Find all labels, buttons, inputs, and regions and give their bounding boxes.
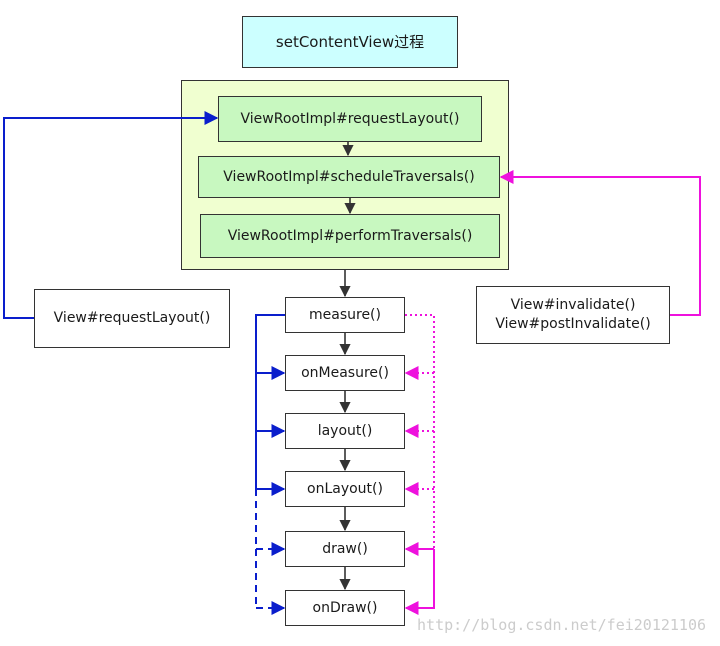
node-on-measure-label: onMeasure() [301,364,389,381]
node-on-draw-label: onDraw() [312,599,378,616]
node-measure-label: measure() [309,306,381,323]
node-request-layout-label: ViewRootImpl#requestLayout() [240,110,460,127]
node-view-request-layout-label: View#requestLayout() [53,310,211,326]
node-view-invalidate-line2: View#postInvalidate() [495,316,651,332]
blue-loop-to-request-layout [3,111,219,319]
node-on-measure: onMeasure() [285,355,405,391]
title-box: setContentView过程 [242,16,458,68]
node-view-request-layout: View#requestLayout() [34,289,230,348]
node-layout-label: layout() [317,422,373,439]
node-schedule-traversals-label: ViewRootImpl#scheduleTraversals() [223,168,475,185]
node-schedule-traversals: ViewRootImpl#scheduleTraversals() [198,156,500,198]
pink-loop-to-schedule [499,170,701,316]
node-on-draw: onDraw() [285,590,405,626]
node-draw-label: draw() [322,540,368,557]
title-text: setContentView过程 [275,32,425,51]
node-perform-traversals: ViewRootImpl#performTraversals() [200,214,500,258]
node-draw: draw() [285,531,405,567]
blue-measure-left-rail [255,314,285,489]
node-on-layout-label: onLayout() [307,480,383,497]
watermark: http://blog.csdn.net/fei20121106 [417,616,706,634]
node-measure: measure() [285,297,405,333]
node-on-layout: onLayout() [285,471,405,507]
node-layout: layout() [285,413,405,449]
node-view-invalidate: View#invalidate() View#postInvalidate() [476,286,670,344]
pink-rail-ondraw [404,549,435,615]
request-layout-path [3,111,286,615]
pink-dotted-rail [405,314,435,549]
invalidate-path [404,170,701,615]
node-view-invalidate-line1: View#invalidate() [510,297,636,313]
flow-arrows [339,142,356,591]
node-request-layout: ViewRootImpl#requestLayout() [218,96,482,142]
node-perform-traversals-label: ViewRootImpl#performTraversals() [227,227,473,244]
